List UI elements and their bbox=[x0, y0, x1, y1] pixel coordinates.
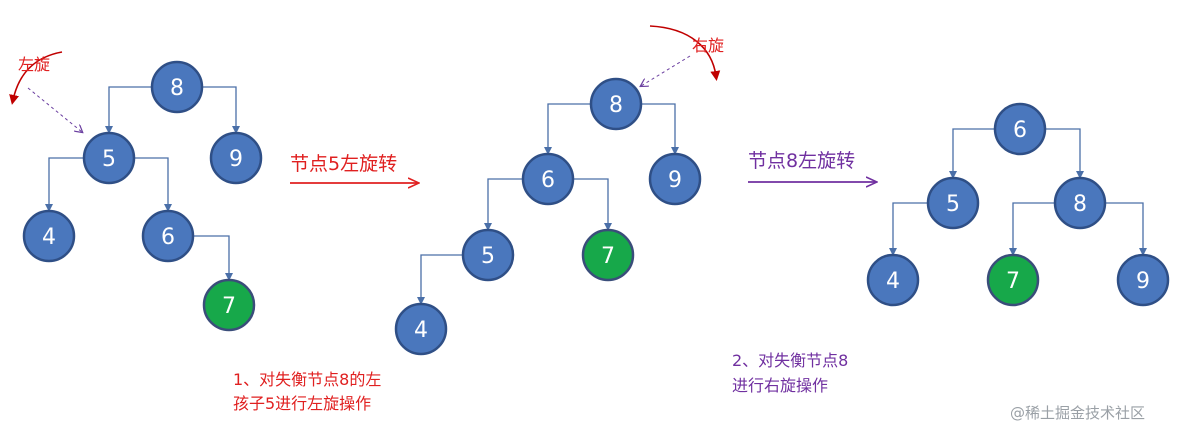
step2-caption-line1: 2、对失衡节点8 bbox=[732, 351, 848, 370]
node-circle bbox=[589, 77, 643, 131]
tree-node-5: 5 bbox=[461, 228, 515, 282]
tree-node-6: 6 bbox=[993, 102, 1047, 156]
tree-node-4: 4 bbox=[22, 209, 76, 263]
node-label: 5 bbox=[481, 244, 495, 269]
tree1: 8 5 9 4 6 7 bbox=[22, 60, 263, 332]
step2-caption-line2: 进行右旋操作 bbox=[732, 376, 828, 395]
node-label: 9 bbox=[668, 168, 682, 193]
tree-node-9: 9 bbox=[209, 131, 263, 185]
tree2: 8 6 9 5 7 4 bbox=[394, 77, 702, 356]
node-circle bbox=[22, 209, 76, 263]
tree-edge bbox=[641, 103, 679, 155]
node-label: 8 bbox=[170, 76, 184, 101]
node-label: 7 bbox=[222, 294, 236, 319]
node-label: 7 bbox=[601, 244, 615, 269]
tree-edge bbox=[949, 128, 995, 179]
tree-edges bbox=[45, 86, 1147, 305]
step1-caption-line2: 孩子5进行左旋操作 bbox=[233, 394, 371, 413]
tree-node-6: 6 bbox=[521, 152, 575, 206]
node-label: 5 bbox=[102, 147, 116, 172]
node-circle bbox=[150, 60, 204, 114]
tree-node-5: 5 bbox=[926, 176, 980, 230]
node-label: 9 bbox=[1136, 269, 1150, 294]
node-circle bbox=[581, 228, 635, 282]
tree-node-8: 8 bbox=[150, 60, 204, 114]
right-rotation-label: 右旋 bbox=[692, 36, 724, 55]
right-rotation-annotation: 右旋 bbox=[641, 25, 724, 86]
tree-node-7: 7 bbox=[986, 253, 1040, 307]
node-circle bbox=[993, 102, 1047, 156]
tree-node-6: 6 bbox=[141, 209, 195, 263]
left-rotation-dashed-pointer bbox=[27, 87, 82, 132]
tree-node-8: 8 bbox=[589, 77, 643, 131]
node-circle bbox=[394, 302, 448, 356]
node-label: 8 bbox=[609, 93, 623, 118]
tree-edge bbox=[1105, 202, 1147, 256]
tree-edge bbox=[202, 86, 240, 134]
tree-node-7: 7 bbox=[202, 278, 256, 332]
tree-node-9: 9 bbox=[1116, 253, 1170, 307]
tree-edge bbox=[573, 178, 612, 231]
tree-edge bbox=[544, 103, 591, 155]
tree-edge bbox=[105, 86, 152, 134]
step1-operation: 节点5左旋转 bbox=[290, 153, 418, 183]
tree3: 6 5 8 4 7 9 bbox=[866, 102, 1170, 307]
node-label: 6 bbox=[1013, 118, 1027, 143]
tree-node-5: 5 bbox=[82, 131, 136, 185]
left-rotation-curved-arrow bbox=[9, 51, 63, 105]
tree-node-4: 4 bbox=[866, 253, 920, 307]
node-label: 4 bbox=[886, 269, 900, 294]
node-label: 4 bbox=[42, 225, 56, 250]
node-label: 8 bbox=[1073, 192, 1087, 217]
step2-caption: 2、对失衡节点8 进行右旋操作 bbox=[732, 351, 848, 395]
tree-edge bbox=[1009, 202, 1055, 256]
tree-node-4: 4 bbox=[394, 302, 448, 356]
node-circle bbox=[1053, 176, 1107, 230]
node-label: 5 bbox=[946, 192, 960, 217]
right-rotation-dashed-pointer bbox=[641, 55, 691, 86]
left-rotation-label: 左旋 bbox=[18, 55, 50, 74]
node-circle bbox=[1116, 253, 1170, 307]
tree-edge bbox=[889, 202, 928, 256]
tree-nodes: 8 5 9 4 6 7 8 6 9 5 7 4 6 5 8 4 7 9 bbox=[22, 60, 1170, 356]
tree-edge bbox=[484, 178, 523, 231]
step1-caption: 1、对失衡节点8的左 孩子5进行左旋操作 bbox=[233, 370, 381, 413]
node-label: 9 bbox=[229, 147, 243, 172]
step1-caption-line1: 1、对失衡节点8的左 bbox=[233, 370, 381, 389]
step1-arrow-label: 节点5左旋转 bbox=[290, 153, 397, 175]
step2-operation: 节点8左旋转 bbox=[748, 150, 876, 182]
node-circle bbox=[866, 253, 920, 307]
node-label: 4 bbox=[414, 318, 428, 343]
node-circle bbox=[209, 131, 263, 185]
tree-node-8: 8 bbox=[1053, 176, 1107, 230]
tree-node-9: 9 bbox=[648, 152, 702, 206]
node-circle bbox=[926, 176, 980, 230]
node-circle bbox=[461, 228, 515, 282]
node-circle bbox=[141, 209, 195, 263]
node-label: 6 bbox=[161, 225, 175, 250]
tree-edge bbox=[45, 157, 84, 212]
node-circle bbox=[521, 152, 575, 206]
tree-edge bbox=[1045, 128, 1084, 179]
node-label: 6 bbox=[541, 168, 555, 193]
tree-edge bbox=[193, 235, 233, 281]
left-rotation-annotation: 左旋 bbox=[9, 51, 82, 132]
node-circle bbox=[648, 152, 702, 206]
step2-arrow-label: 节点8左旋转 bbox=[748, 150, 855, 172]
right-rotation-curved-arrow bbox=[649, 25, 721, 81]
node-circle bbox=[986, 253, 1040, 307]
watermark: @稀土掘金技术社区 bbox=[1010, 404, 1145, 422]
node-circle bbox=[82, 131, 136, 185]
tree-edge bbox=[417, 254, 463, 305]
node-label: 7 bbox=[1006, 269, 1020, 294]
node-circle bbox=[202, 278, 256, 332]
tree-edge bbox=[134, 157, 172, 212]
tree-node-7: 7 bbox=[581, 228, 635, 282]
